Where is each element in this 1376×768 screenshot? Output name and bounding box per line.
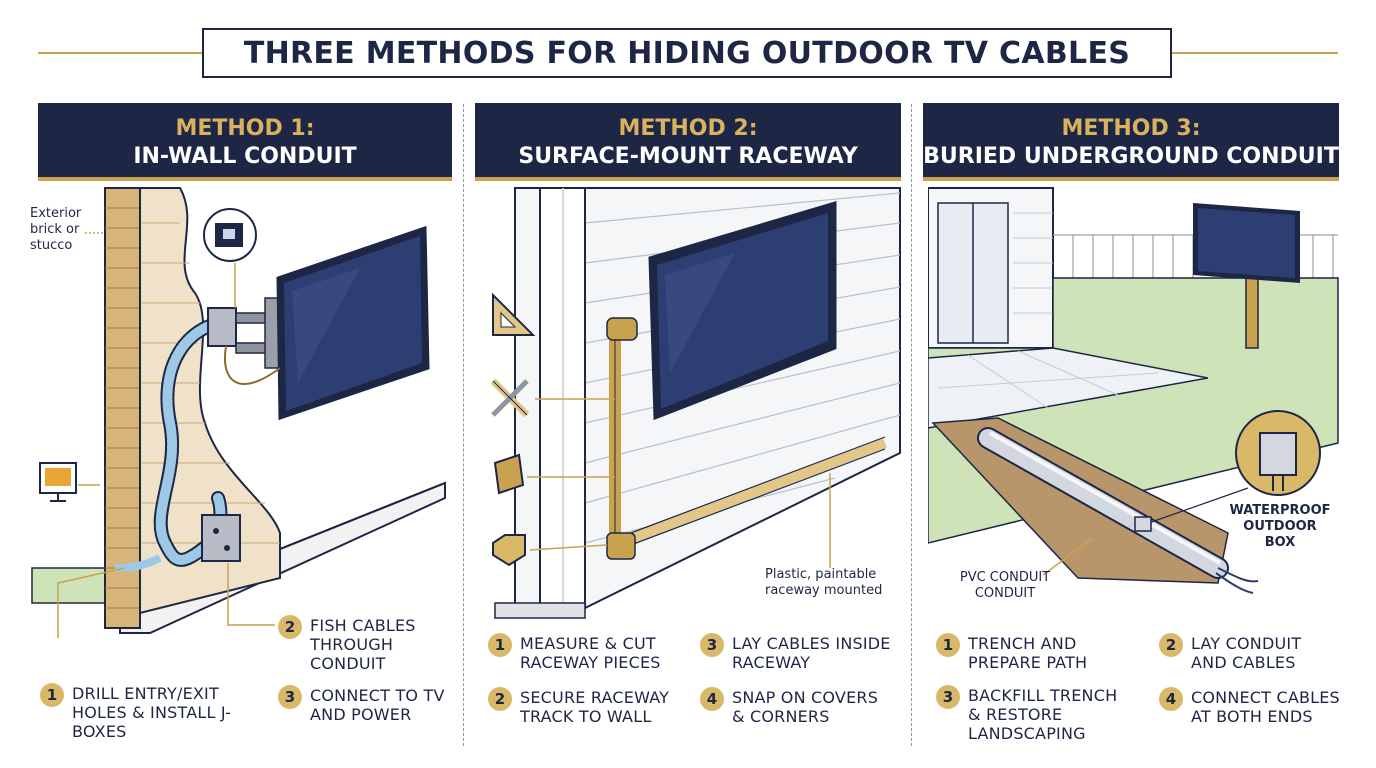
step-number: 2 <box>278 615 302 639</box>
patio <box>928 347 1209 429</box>
upper-junction-box <box>207 307 237 347</box>
triangle-ruler-icon <box>492 292 536 336</box>
step-text: LAY CONDUIT AND CABLES <box>1191 634 1302 672</box>
method-3-name: BURIED UNDERGROUND CONDUIT <box>923 144 1339 169</box>
method-3-header: METHOD 3: BURIED UNDERGROUND CONDUIT <box>923 103 1339 181</box>
method-2-step-1: 1 MEASURE & CUT RACEWAY PIECES <box>488 633 683 672</box>
step-number: 1 <box>488 633 512 657</box>
step-text: SECURE RACEWAY TRACK TO WALL <box>520 688 670 726</box>
raceway-bottom-corner <box>606 532 636 560</box>
method-3-step-1: 1 TRENCH AND PREPARE PATH <box>936 633 1136 672</box>
surface-raceway-illustration <box>490 187 901 619</box>
step-text: CONNECT TO TV AND POWER <box>310 686 445 724</box>
tools-icon <box>490 378 530 418</box>
page-title-box: THREE METHODS FOR HIDING OUTDOOR TV CABL… <box>202 28 1172 78</box>
method-2-step-2: 2 SECURE RACEWAY TRACK TO WALL <box>488 687 683 726</box>
method-3-step-2: 2 LAY CONDUIT AND CABLES <box>1159 633 1344 672</box>
method-1-step-3: 3 CONNECT TO TV AND POWER <box>278 685 453 724</box>
outlet-box <box>201 514 241 562</box>
wall-cutaway <box>139 187 281 615</box>
method-2-name: SURFACE-MOUNT RACEWAY <box>518 144 858 169</box>
in-wall-conduit-illustration <box>31 187 446 638</box>
step-text: DRILL ENTRY/EXIT HOLES & INSTALL J-BOXES <box>72 684 232 741</box>
tv-post <box>1245 277 1259 349</box>
method-1-step-1: 1 DRILL ENTRY/EXIT HOLES & INSTALL J-BOX… <box>40 683 250 741</box>
step-text: CONNECT CABLES AT BOTH ENDS <box>1191 688 1340 726</box>
tv-screen <box>657 213 828 409</box>
step-number: 2 <box>488 687 512 711</box>
tv-screen <box>1198 208 1295 278</box>
step-number: 1 <box>936 633 960 657</box>
raceway-horizontal <box>613 438 887 550</box>
method-2-step-4: 4 SNAP ON COVERS & CORNERS <box>700 687 900 726</box>
buried-conduit-illustration <box>928 187 1339 594</box>
raceway-callout: Plastic, paintable raceway mounted <box>765 567 883 598</box>
step-number: 4 <box>700 687 724 711</box>
title-rule-left <box>38 52 202 54</box>
monitor-icon <box>39 462 77 502</box>
step-text: MEASURE & CUT RACEWAY PIECES <box>520 634 661 672</box>
callout-line-step-2 <box>227 563 275 626</box>
method-1-step-2: 2 FISH CABLES THROUGH CONDUIT <box>278 615 448 673</box>
method-2-step-3: 3 LAY CABLES INSIDE RACEWAY <box>700 633 900 672</box>
step-text: FISH CABLES THROUGH CONDUIT <box>310 616 416 673</box>
method-1-header: METHOD 1: IN-WALL CONDUIT <box>38 103 452 181</box>
step-text: TRENCH AND PREPARE PATH <box>968 634 1088 672</box>
title-rule-right <box>1172 52 1338 54</box>
method-3-step-3: 3 BACKFILL TRENCH & RESTORE LANDSCAPING <box>936 685 1136 743</box>
step-text: BACKFILL TRENCH & RESTORE LANDSCAPING <box>968 686 1118 743</box>
step-number: 2 <box>1159 633 1183 657</box>
page-title: THREE METHODS FOR HIDING OUTDOOR TV CABL… <box>243 35 1131 71</box>
method-1-name: IN-WALL CONDUIT <box>133 144 357 169</box>
step-text: SNAP ON COVERS & CORNERS <box>732 688 879 726</box>
column-divider-2 <box>911 104 912 746</box>
step-text: LAY CABLES INSIDE RACEWAY <box>732 634 891 672</box>
column-divider-1 <box>463 104 464 746</box>
pvc-conduit-callout: PVC CONDUIT CONDUIT <box>959 570 1051 601</box>
tv-screen <box>284 236 422 411</box>
bracket-icon <box>493 453 525 495</box>
method-3-step-4: 4 CONNECT CABLES AT BOTH ENDS <box>1159 687 1344 726</box>
method-2-header: METHOD 2: SURFACE-MOUNT RACEWAY <box>475 103 901 181</box>
exterior-wall-callout: Exterior brick or stucco <box>30 206 82 253</box>
method-3-label: METHOD 3: <box>1061 116 1201 141</box>
waterproof-box-callout: WATERPROOF OUTDOOR BOX <box>1229 503 1331 550</box>
raceway-top-corner <box>606 317 638 341</box>
step-number: 1 <box>40 683 64 707</box>
corner-cap-icon <box>492 534 526 567</box>
method-2-label: METHOD 2: <box>618 116 758 141</box>
step-number: 3 <box>700 633 724 657</box>
callout-line-step-1 <box>57 567 126 638</box>
step-number: 3 <box>278 685 302 709</box>
step-number: 3 <box>936 685 960 709</box>
method-1-label: METHOD 1: <box>175 116 315 141</box>
step-number: 4 <box>1159 687 1183 711</box>
